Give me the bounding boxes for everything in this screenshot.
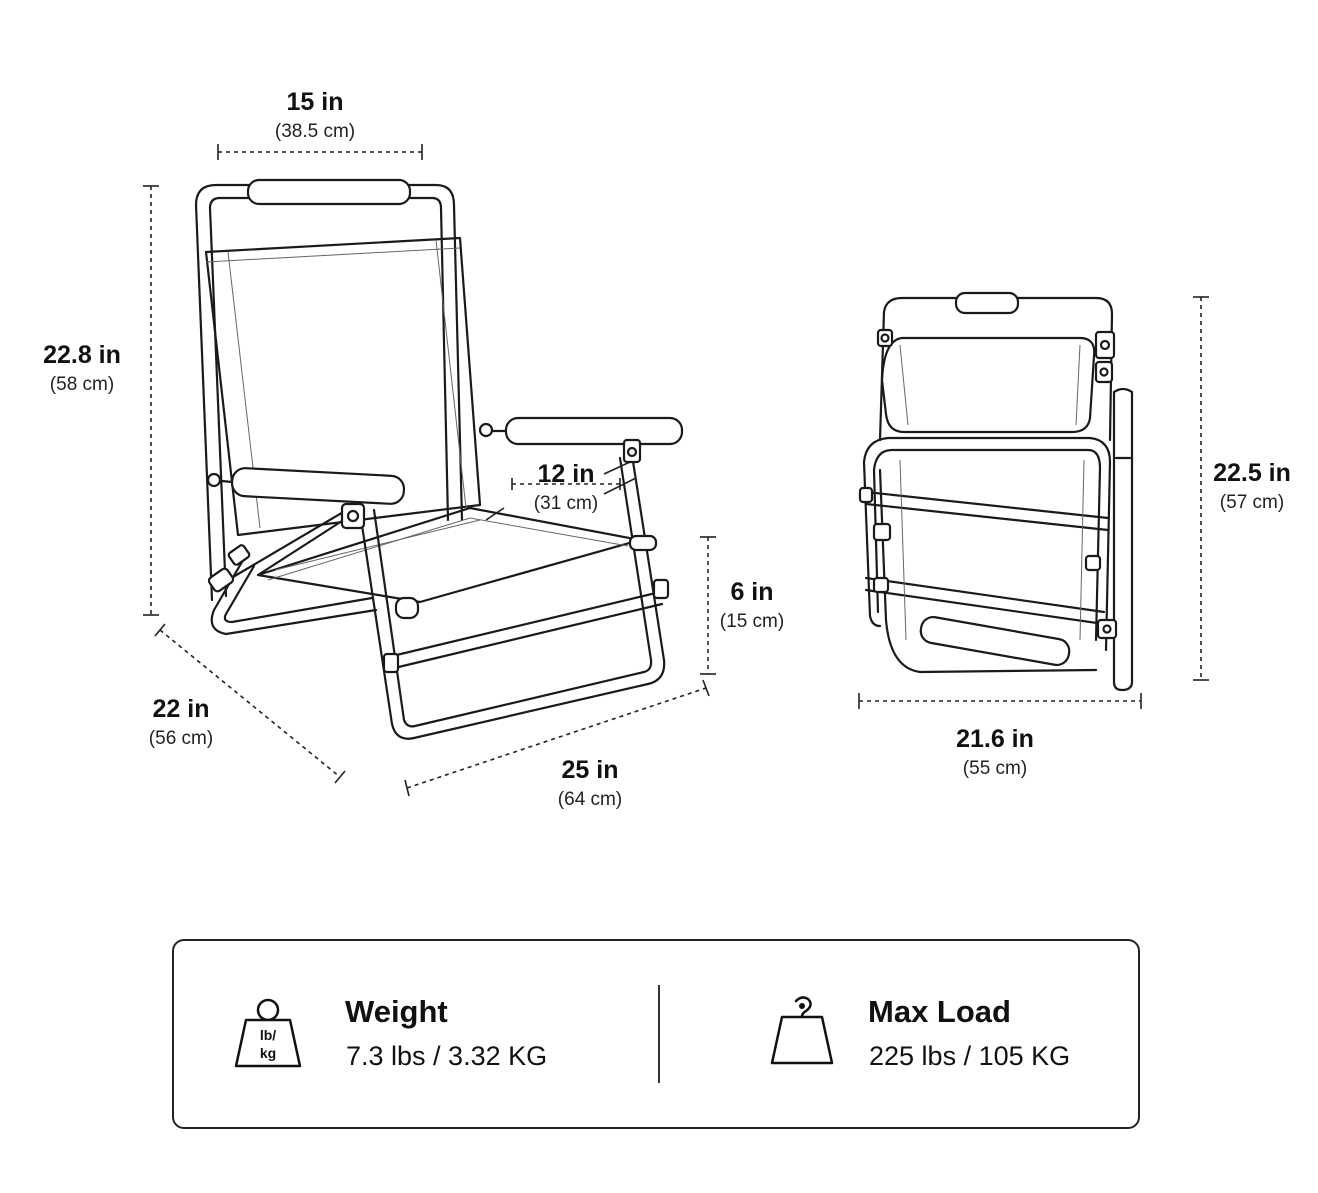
weight-icon-label-bottom: kg bbox=[260, 1045, 276, 1061]
seat-width-value: 15 in bbox=[287, 88, 344, 116]
length-label: 25 in (64 cm) bbox=[558, 756, 622, 810]
open-chair-drawing bbox=[194, 178, 684, 740]
seat-depth-value: 12 in bbox=[538, 460, 595, 488]
seat-height-label: 6 in (15 cm) bbox=[720, 578, 784, 632]
weight-title: Weight bbox=[345, 994, 448, 1029]
folded-height-label: 22.5 in (57 cm) bbox=[1213, 459, 1291, 513]
weight-value: 7.3 lbs / 3.32 KG bbox=[346, 1041, 548, 1071]
hook-weight-icon bbox=[770, 996, 834, 1065]
depth-value: 22 in bbox=[153, 695, 210, 723]
dimension-lines bbox=[143, 144, 1209, 797]
folded-width-label: 21.6 in (55 cm) bbox=[956, 725, 1034, 779]
seat-depth-metric: (31 cm) bbox=[534, 493, 598, 514]
seat-height-metric: (15 cm) bbox=[720, 611, 784, 632]
seat-depth-label: 12 in (31 cm) bbox=[534, 460, 598, 514]
back-height-metric: (58 cm) bbox=[50, 374, 114, 395]
seat-width-label: 15 in (38.5 cm) bbox=[275, 88, 355, 142]
length-metric: (64 cm) bbox=[558, 789, 622, 810]
max-load-title: Max Load bbox=[868, 994, 1011, 1029]
specs-panel: lb/ kg Weight 7.3 lbs / 3.32 KG Max Load… bbox=[172, 939, 1140, 1129]
seat-width-metric: (38.5 cm) bbox=[275, 121, 355, 142]
weight-icon-label-top: lb/ bbox=[260, 1027, 276, 1043]
folded-width-value: 21.6 in bbox=[956, 725, 1034, 753]
weight-icon: lb/ kg bbox=[234, 998, 302, 1068]
folded-width-metric: (55 cm) bbox=[963, 758, 1027, 779]
folded-height-value: 22.5 in bbox=[1213, 459, 1291, 487]
length-value: 25 in bbox=[562, 756, 619, 784]
max-load-value: 225 lbs / 105 KG bbox=[869, 1041, 1071, 1071]
chair-dimension-diagram: 15 in (38.5 cm) 22.8 in (58 cm) 12 in (3… bbox=[43, 88, 1291, 810]
depth-label: 22 in (56 cm) bbox=[149, 695, 213, 749]
depth-metric: (56 cm) bbox=[149, 728, 213, 749]
folded-chair-drawing bbox=[858, 291, 1134, 692]
back-height-value: 22.8 in bbox=[43, 341, 121, 369]
back-height-label: 22.8 in (58 cm) bbox=[43, 341, 121, 395]
weight-spec: lb/ kg Weight 7.3 lbs / 3.32 KG bbox=[174, 941, 658, 1127]
specs-divider bbox=[658, 985, 660, 1083]
folded-height-metric: (57 cm) bbox=[1220, 492, 1284, 513]
seat-height-value: 6 in bbox=[730, 578, 773, 606]
max-load-spec: Max Load 225 lbs / 105 KG bbox=[660, 941, 1140, 1127]
